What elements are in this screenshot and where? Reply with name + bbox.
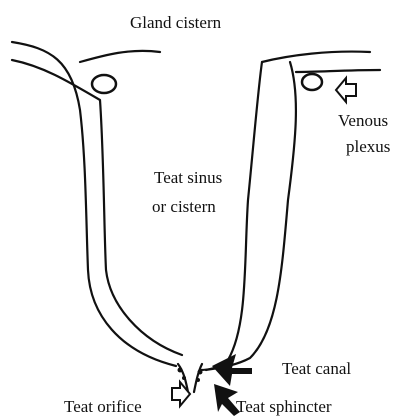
right-shoulder-inner bbox=[296, 70, 380, 72]
left-upper-edge bbox=[80, 51, 160, 62]
right-shoulder bbox=[262, 52, 370, 62]
label-gland-cistern: Gland cistern bbox=[130, 13, 222, 32]
right-outer-wall bbox=[200, 62, 262, 370]
vessel-left bbox=[92, 75, 116, 93]
label-teat-sinus: Teat sinus bbox=[154, 168, 222, 187]
open-arrow-icon bbox=[336, 78, 356, 102]
label-teat-sphincter: Teat sphincter bbox=[236, 397, 332, 416]
label-or-cistern: or cistern bbox=[152, 197, 216, 216]
vessel-right bbox=[302, 74, 322, 90]
label-plexus: plexus bbox=[346, 137, 390, 156]
label-teat-orifice: Teat orifice bbox=[64, 397, 142, 416]
label-teat-canal: Teat canal bbox=[282, 359, 351, 378]
right-inner-wall bbox=[206, 62, 296, 370]
label-venous: Venous bbox=[338, 111, 388, 130]
